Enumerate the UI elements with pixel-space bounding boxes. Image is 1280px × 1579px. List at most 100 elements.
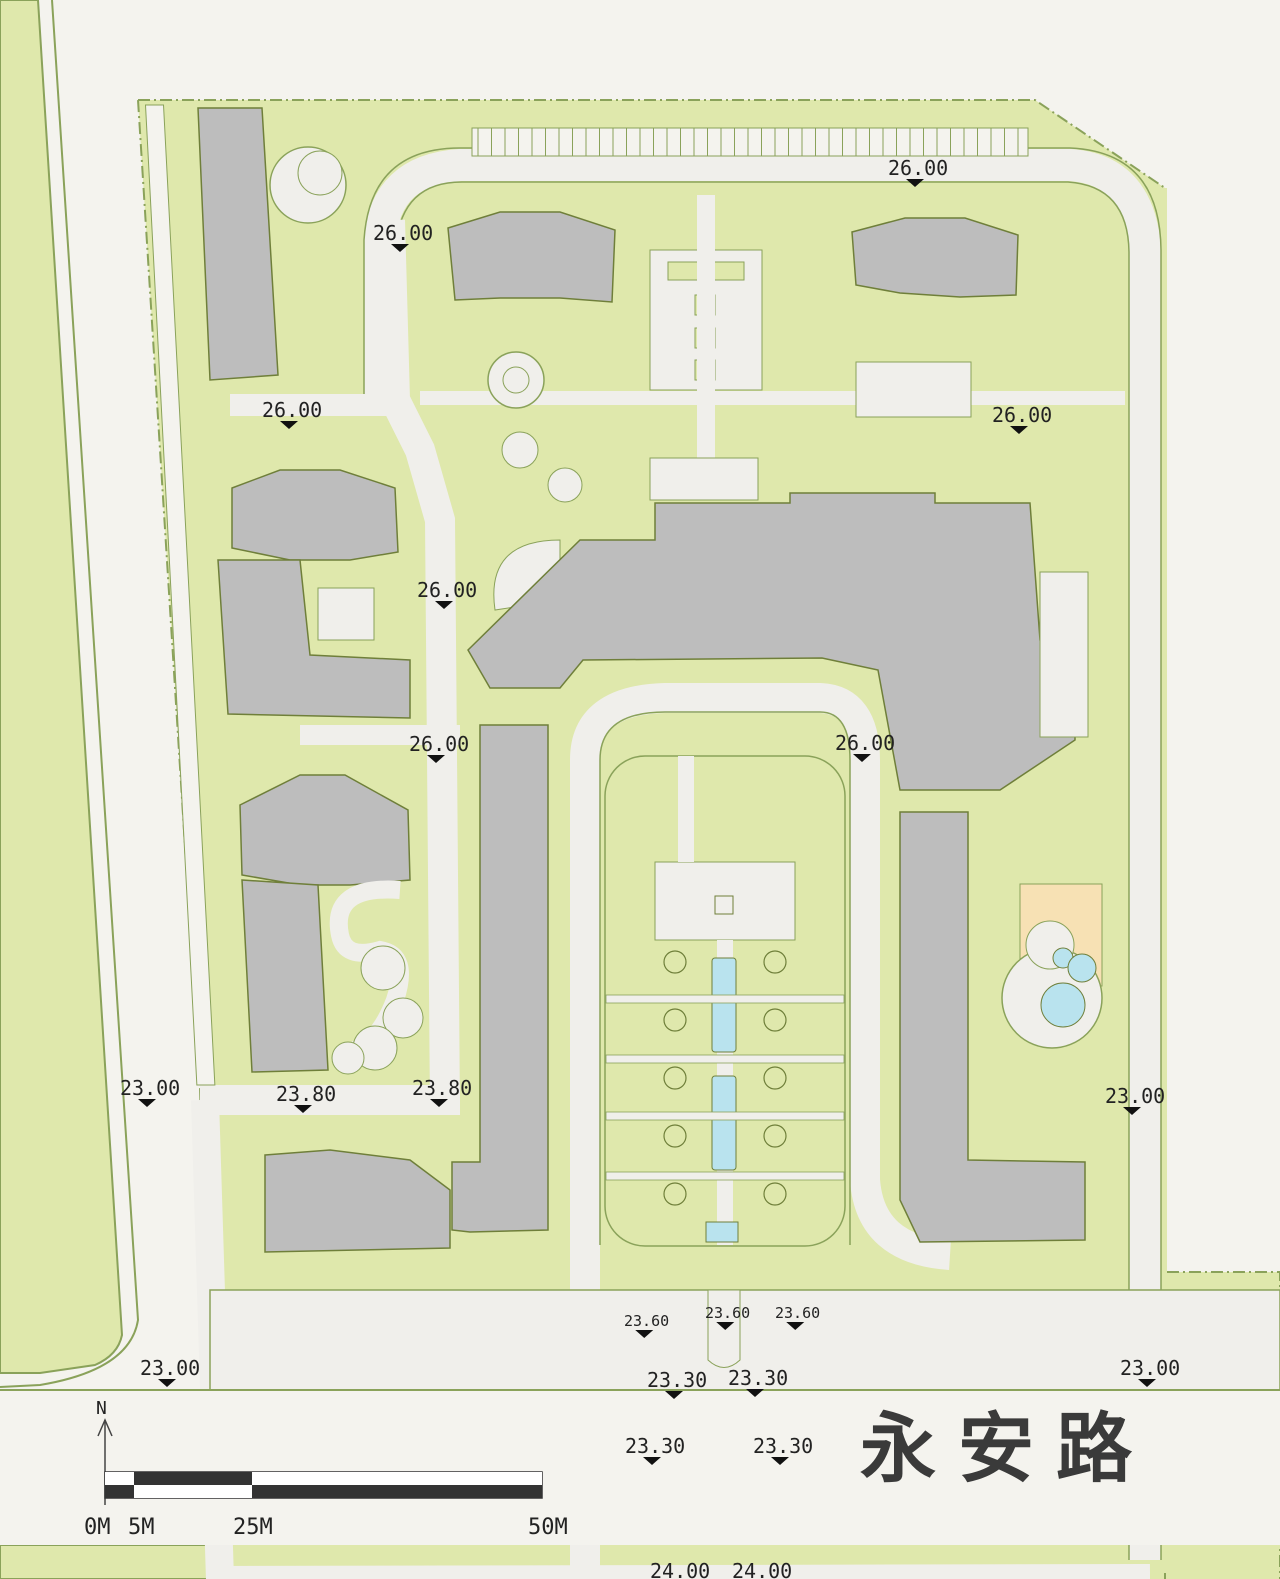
east-land [1165,0,1280,1270]
tree-10 [763,1182,787,1206]
elevation-label-e7: 26.00 [835,731,895,755]
garden-trees [663,950,787,1206]
garden-band-4 [605,1171,845,1181]
building-nw-slab [197,107,279,381]
north-road-inner-edge [395,181,1130,1560]
scale-25m: 25M [233,1515,273,1540]
elevation-label-e5: 26.00 [417,578,477,602]
building-west-l-1 [217,559,411,719]
elevation-label-e18: 23.30 [647,1368,707,1392]
elevation-marker-e9 [294,1105,312,1113]
elevation-label-e12: 24.00 [650,1559,710,1579]
garden-band-2 [605,1054,845,1064]
pool-1 [1040,982,1086,1028]
elevation-label-e2: 26.00 [888,156,948,180]
building-west-villa-1 [231,469,399,561]
yongan-road [0,1390,1280,1545]
road-name-label: 永安路 [860,1404,1154,1493]
tree-2 [763,950,787,974]
garden-bands [605,994,845,1181]
elevation-label-e22: 23.30 [753,1434,813,1458]
elevation-marker-e19 [746,1389,764,1397]
elevation-label-e14: 23.60 [624,1312,669,1330]
building-slab-west [451,724,549,1233]
garden-circle-1 [360,945,406,991]
tree-5 [663,1066,687,1090]
north-road [364,149,1161,1560]
nw-round-plaza-inner [297,150,343,196]
elevation-label-e17: 23.00 [140,1356,200,1380]
elevation-marker-e5 [435,601,453,609]
elevation-marker-e11 [1123,1107,1141,1115]
garden-pond-1 [501,431,539,469]
elevation-marker-e20 [1138,1379,1156,1387]
elevation-marker-e21 [643,1457,661,1465]
north-label: N [96,1398,107,1419]
building-slab-east [899,811,1086,1243]
central-round-plaza-inner [502,366,530,394]
elevation-label-e21: 23.30 [625,1434,685,1458]
elevation-marker-e6 [427,755,445,763]
elevation-marker-e15 [716,1322,735,1330]
elevation-marker-e3 [280,421,298,429]
elevation-label-e1: 26.00 [373,221,433,245]
tree-9 [663,1182,687,1206]
tree-1 [663,950,687,974]
elevation-label-e8: 23.00 [120,1076,180,1100]
elevation-label-e10: 23.80 [412,1076,472,1100]
scale-bar: 0M 5M 25M 50M [84,1471,568,1540]
elevation-marker-e22 [771,1457,789,1465]
elevation-label-e9: 23.80 [276,1082,336,1106]
pool-4 [1067,953,1097,983]
building-north-villa-1 [447,211,616,303]
elevation-label-e20: 23.00 [1120,1356,1180,1380]
water-channel-2 [711,1075,737,1171]
elevation-label-e3: 26.00 [262,398,322,422]
elevation-marker-e17 [158,1379,176,1387]
tree-8 [763,1124,787,1148]
elevation-marker-e18 [665,1391,683,1399]
building-north-villa-2 [851,217,1019,298]
building-west-villa-2 [239,774,411,886]
courtyard-square-1 [317,587,375,641]
elevation-marker-e16 [786,1322,805,1330]
water-basin [705,1221,739,1243]
garden-circle-4 [331,1041,365,1075]
north-parking [471,127,1029,157]
elevation-label-e16: 23.60 [775,1304,820,1322]
central-court-icon [714,895,734,915]
elevation-label-e6: 26.00 [409,732,469,756]
elevation-label-e4: 26.00 [992,403,1052,427]
scale-0m: 0M [84,1515,111,1540]
elevation-marker-e4 [1010,426,1028,434]
garden-band-1 [605,994,845,1004]
elevation-label-e15: 23.60 [705,1304,750,1322]
west-access-road [375,219,460,1111]
pergola [855,361,972,418]
tree-7 [663,1124,687,1148]
garden-pond-2 [547,467,583,503]
elevation-label-e11: 23.00 [1105,1084,1165,1108]
south-road [209,1564,1151,1579]
elevation-marker-e8 [138,1099,156,1107]
building-west-slab-2 [241,879,329,1073]
main-road-bottom [209,1289,1280,1391]
building-sw-villa [264,1149,451,1253]
elevation-marker-e1 [391,244,409,252]
north-road-edge [363,147,1162,1560]
elevation-marker-e14 [635,1330,654,1338]
scale-5m: 5M [128,1515,155,1540]
elevation-marker-e7 [853,754,871,762]
inner-loop-edge [599,711,851,1245]
inner-loop-road [570,683,952,1579]
garden-circle-2 [382,997,424,1039]
west-green-belt [0,0,124,1374]
elevation-label-e19: 23.30 [728,1366,788,1390]
west-road-edge [0,0,140,1388]
elevation-marker-e10 [430,1099,448,1107]
east-terrace [1039,571,1089,738]
tree-3 [663,1008,687,1032]
garden-band-3 [605,1111,845,1121]
elevation-marker-e2 [906,179,924,187]
